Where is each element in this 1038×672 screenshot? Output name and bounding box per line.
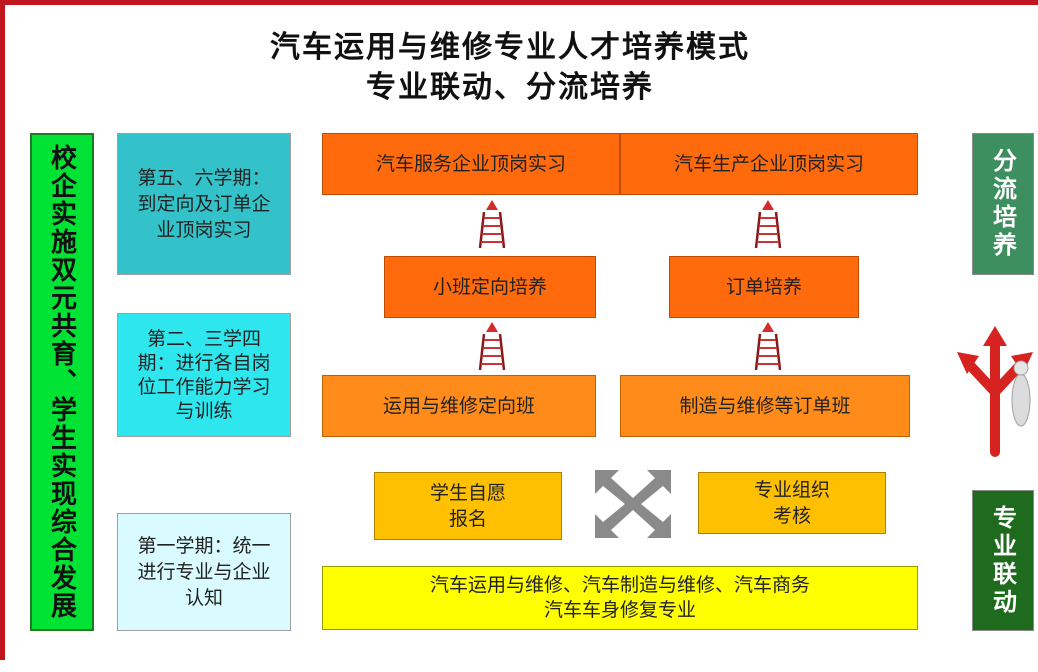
semester-5-6-box: 第五、六学期：到定向及订单企业顶岗实习	[117, 133, 291, 275]
ladder-icon	[754, 322, 782, 371]
student-signup-box: 学生自愿报名	[374, 472, 562, 540]
order-class-text: 制造与维修等订单班	[679, 395, 851, 417]
semester-2-4-text: 第二、三学四期：进行各自岗位工作能力学习与训练	[137, 328, 271, 422]
left-bar-text: 校企实施双元共育、学生实现综合发展	[46, 144, 77, 620]
cross-arrows-icon	[595, 470, 671, 538]
production-internship-text: 汽车生产企业顶岗实习	[673, 153, 864, 175]
semester-1-text: 第一学期：统一进行专业与企业认知	[137, 535, 271, 609]
order-training-text: 订单培养	[725, 276, 802, 298]
majors-box: 汽车运用与维修、汽车制造与维修、汽车商务 汽车车身修复专业	[322, 566, 918, 630]
left-vertical-bar: 校企实施双元共育、学生实现综合发展	[30, 133, 94, 631]
service-internship-box: 汽车服务企业顶岗实习	[322, 133, 620, 195]
title-line-1: 汽车运用与维修专业人才培养模式	[270, 30, 750, 65]
major-linkage-box: 专业联动	[972, 490, 1034, 631]
ladder-icon	[478, 322, 506, 371]
small-class-training-text: 小班定向培养	[432, 276, 547, 298]
semester-1-box: 第一学期：统一进行专业与企业认知	[117, 513, 291, 631]
majors-line-2: 汽车车身修复专业	[543, 599, 696, 621]
semester-5-6-text: 第五、六学期：到定向及订单企业顶岗实习	[137, 167, 271, 241]
split-training-text: 分流培养	[988, 148, 1018, 260]
student-signup-text: 学生自愿报名	[429, 482, 506, 530]
major-assessment-box: 专业组织考核	[698, 472, 886, 534]
major-linkage-text: 专业联动	[988, 504, 1018, 617]
diagram-title: 汽车运用与维修专业人才培养模式 专业联动、分流培养	[180, 28, 840, 108]
frame-top-border	[0, 0, 1038, 5]
majors-line-1: 汽车运用与维修、汽车制造与维修、汽车商务	[429, 574, 810, 596]
production-internship-box: 汽车生产企业顶岗实习	[620, 133, 918, 195]
split-arrows-icon	[957, 326, 1033, 457]
frame-left-border	[0, 0, 5, 660]
order-training-box: 订单培养	[669, 256, 859, 318]
service-internship-text: 汽车服务企业顶岗实习	[375, 153, 566, 175]
small-class-training-box: 小班定向培养	[384, 256, 596, 318]
ladder-icon	[478, 200, 506, 249]
directional-class-box: 运用与维修定向班	[322, 375, 596, 437]
semester-2-4-box: 第二、三学四期：进行各自岗位工作能力学习与训练	[117, 313, 291, 437]
ladder-icon	[754, 200, 782, 249]
directional-class-text: 运用与维修定向班	[382, 395, 535, 417]
split-training-box: 分流培养	[972, 133, 1034, 275]
major-assessment-text: 专业组织考核	[753, 479, 830, 527]
title-line-2: 专业联动、分流培养	[366, 70, 654, 105]
order-class-box: 制造与维修等订单班	[620, 375, 910, 437]
